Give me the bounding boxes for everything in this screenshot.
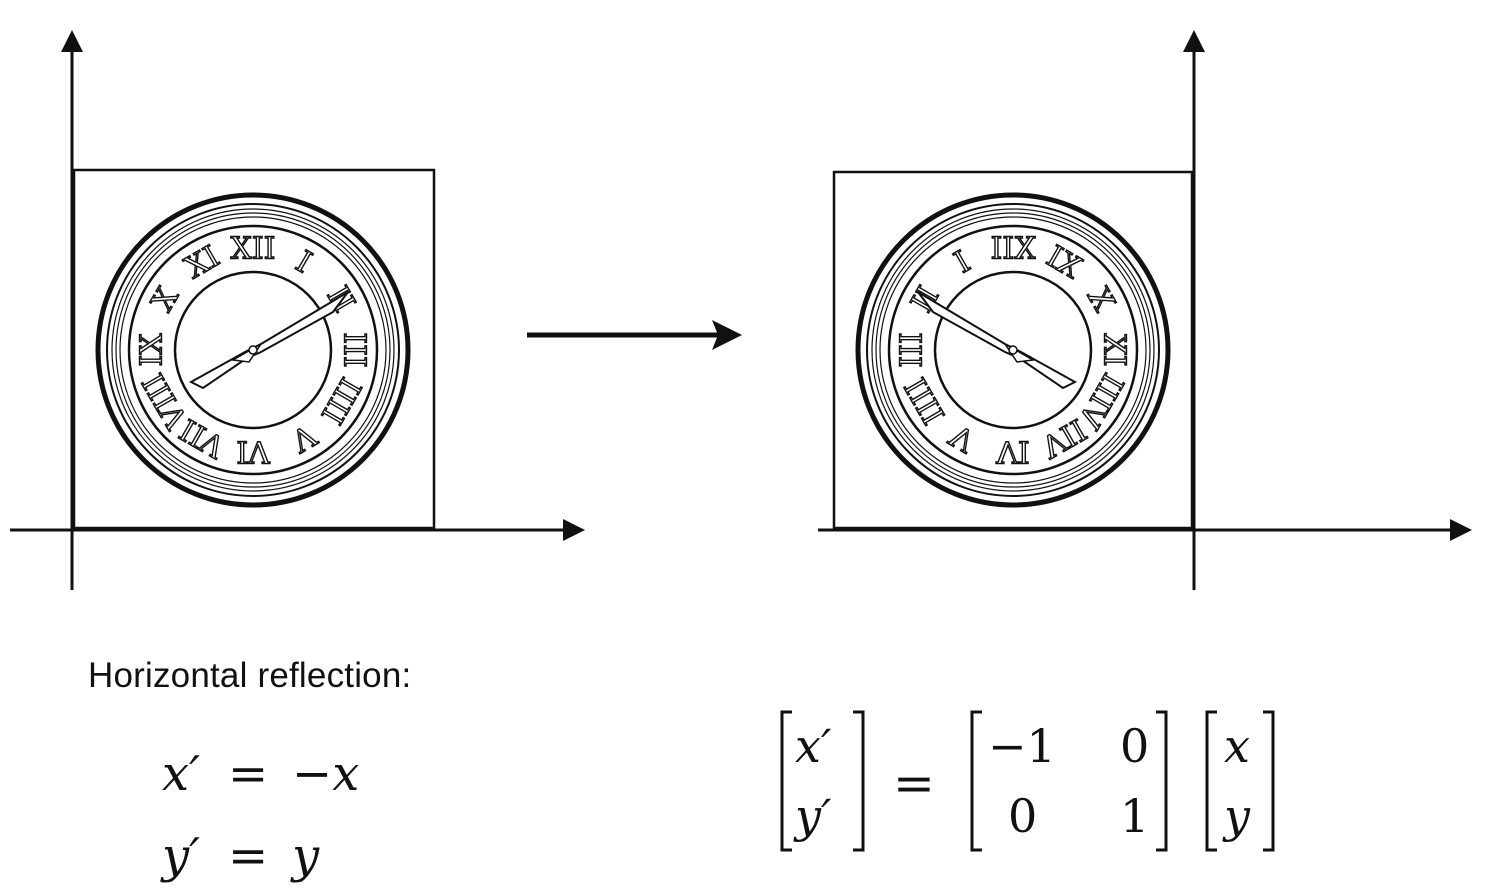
clock-numeral-ring-outer — [127, 224, 379, 476]
left-y-axis-arrowhead — [61, 30, 83, 52]
matrix-equation: x′ y′ = −1 0 0 1 x y — [780, 710, 1275, 852]
clock-numeral: XII — [230, 232, 275, 267]
input-vector-right-bracket — [1263, 710, 1275, 852]
matrix-left-bracket — [970, 710, 982, 852]
input-vector-left-bracket — [1205, 710, 1217, 852]
clock-numeral: VI — [995, 434, 1030, 469]
eq1-rhs: −x — [292, 746, 359, 802]
left-axes — [10, 30, 585, 590]
clock-ring — [875, 212, 1151, 488]
clock-ring — [879, 216, 1147, 484]
matrix-right-bracket — [1156, 710, 1168, 852]
left-x-axis-arrowhead — [563, 519, 585, 541]
left-image-frame — [72, 168, 436, 530]
clock-numeral: III — [337, 332, 372, 368]
right-image-frame — [832, 170, 1194, 530]
left-clock: XIIIIIIIIIIIIVVIVIIVIIIIXXXI — [95, 192, 411, 508]
matrix-cell-r1c2: 0 — [1120, 719, 1149, 773]
clock-numeral: III — [895, 332, 930, 368]
clock-ring — [111, 208, 395, 492]
input-y: y — [1222, 789, 1251, 843]
result-y-prime: y′ — [793, 789, 832, 843]
matrix-equals: = — [893, 754, 935, 812]
clock-ring — [866, 203, 1160, 497]
caption-horizontal-reflection: Horizontal reflection: — [88, 656, 412, 695]
clock-numeral: IX — [135, 333, 170, 367]
matrix-cell-r2c2: 1 — [1120, 789, 1149, 843]
right-clock-mirrored: XIIIIIIIIIIIIVVIVIIVIIIIXXXI — [855, 192, 1171, 508]
eq1-op: = — [228, 746, 268, 802]
matrix-cell-r1c1: −1 — [988, 719, 1056, 773]
right-x-axis-arrowhead — [1450, 519, 1472, 541]
clock-ring — [115, 212, 391, 488]
matrix-cell-r2c1: 0 — [1008, 789, 1037, 843]
clock-numeral: IX — [1097, 333, 1132, 367]
input-x: x — [1224, 719, 1250, 773]
clock-center-pin — [248, 345, 258, 355]
transform-arrow — [527, 320, 742, 350]
clock-ring — [119, 216, 387, 484]
clock-hands — [917, 291, 1078, 390]
result-vector-right-bracket — [853, 710, 865, 852]
eq2-rhs: y — [290, 828, 320, 884]
clock-ring — [871, 208, 1155, 492]
right-y-axis-arrowhead — [1183, 30, 1205, 52]
clock-ring — [106, 203, 400, 497]
eq2-op: = — [228, 828, 268, 884]
clock-numeral: VI — [236, 434, 271, 469]
clock-center-pin — [1008, 345, 1018, 355]
scalar-equations: x′ = −x y′ = y — [160, 746, 359, 884]
eq2-lhs: y′ — [160, 828, 200, 884]
right-axes — [818, 30, 1472, 590]
clock-numeral: XII — [990, 232, 1035, 267]
clock-numeral-ring-outer — [887, 224, 1139, 476]
result-x-prime: x′ — [795, 719, 832, 773]
result-vector-left-bracket — [780, 710, 792, 852]
eq1-lhs: x′ — [162, 746, 200, 802]
clock-hands — [188, 291, 349, 390]
